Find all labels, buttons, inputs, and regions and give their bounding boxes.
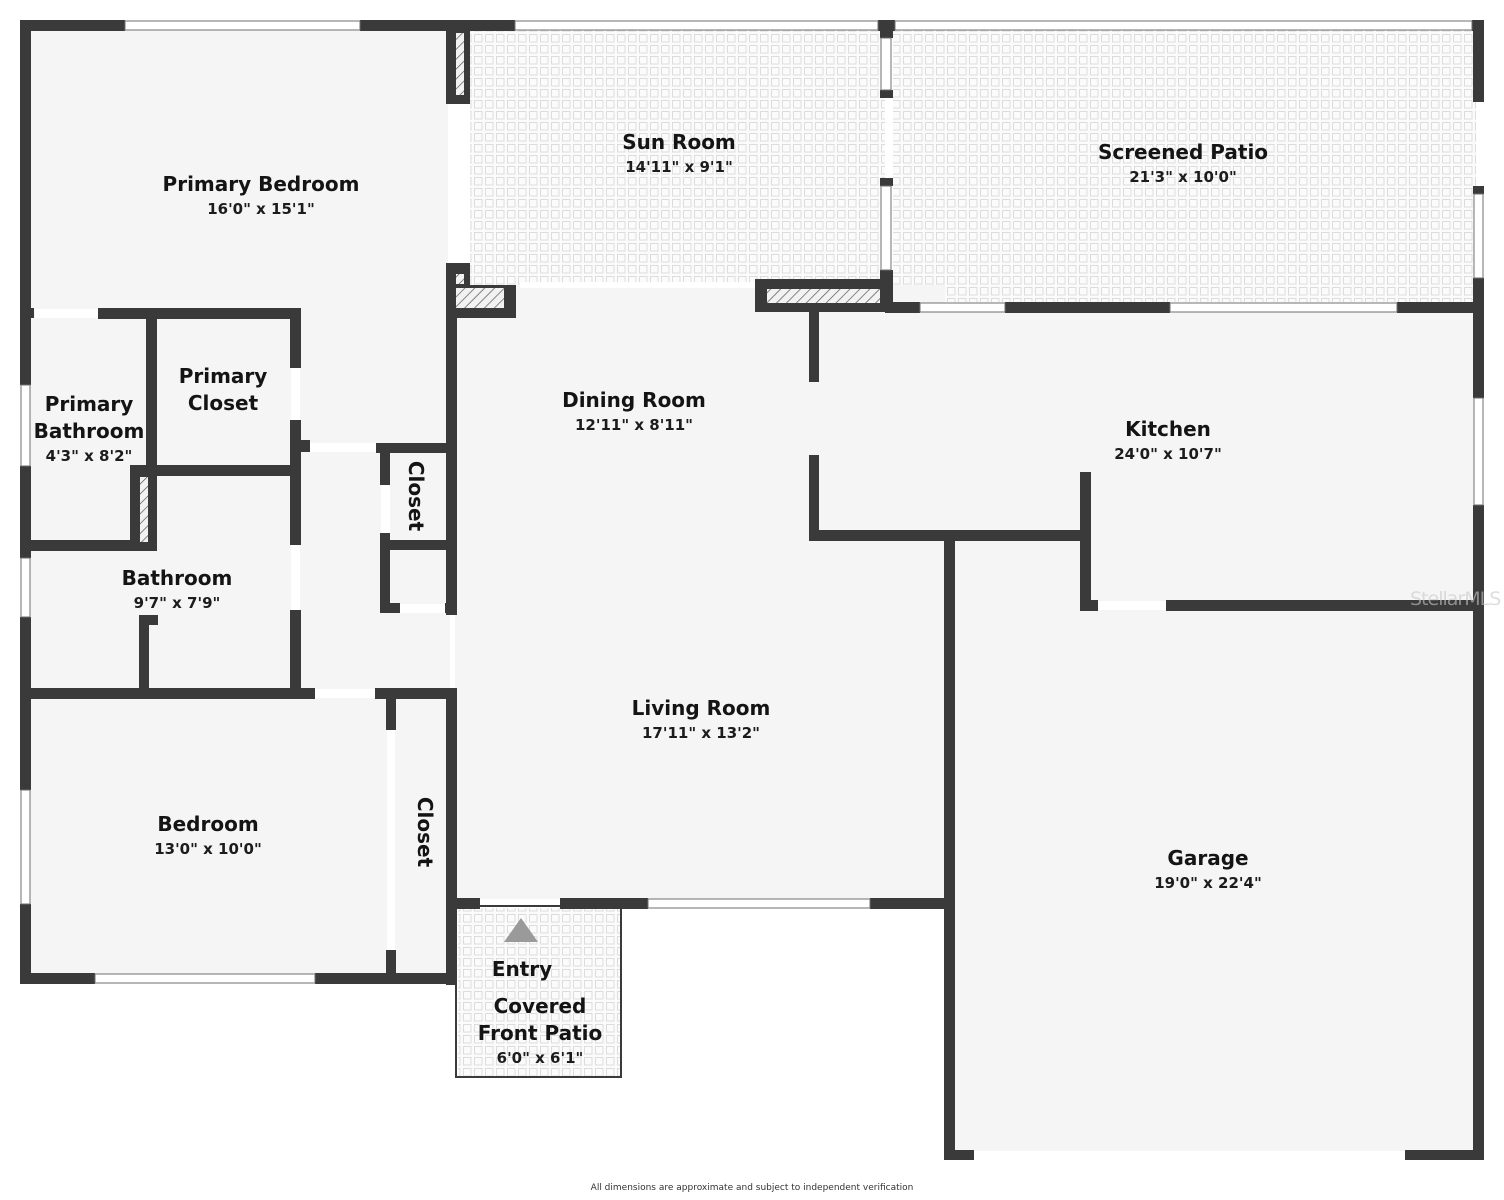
primary-bedroom-dimensions: 16'0" x 15'1" bbox=[207, 200, 315, 218]
sun-room-name: Sun Room bbox=[622, 130, 736, 154]
front-patio-dimensions: 6'0" x 6'1" bbox=[497, 1049, 584, 1067]
front-patio-floor bbox=[458, 908, 621, 1076]
living-room-dimensions: 17'11" x 13'2" bbox=[642, 724, 760, 742]
floor-areas bbox=[30, 30, 1476, 1152]
garage-name: Garage bbox=[1167, 846, 1248, 870]
dining-room-name: Dining Room bbox=[562, 388, 706, 412]
primary-bedroom-name: Primary Bedroom bbox=[163, 172, 360, 196]
primary-bathroom-name-line1: Primary bbox=[45, 392, 134, 416]
entry-label: Entry bbox=[492, 957, 552, 981]
front-patio-name-line2: Front Patio bbox=[478, 1021, 603, 1045]
bedroom-dimensions: 13'0" x 10'0" bbox=[154, 840, 262, 858]
walls bbox=[20, 20, 1484, 1160]
bathroom-name: Bathroom bbox=[122, 566, 233, 590]
front-patio-name-line1: Covered bbox=[494, 994, 587, 1018]
garage-dimensions: 19'0" x 22'4" bbox=[1154, 874, 1262, 892]
kitchen-dimensions: 24'0" x 10'7" bbox=[1114, 445, 1222, 463]
primary-closet-name-line2: Closet bbox=[188, 391, 259, 415]
screened-patio-dimensions: 21'3" x 10'0" bbox=[1129, 168, 1237, 186]
primary-bathroom-name-line2: Bathroom bbox=[34, 419, 145, 443]
bathroom-dimensions: 9'7" x 7'9" bbox=[134, 594, 221, 612]
hall-closet-name: Closet bbox=[404, 461, 428, 532]
kitchen-name: Kitchen bbox=[1125, 417, 1211, 441]
primary-closet-name-line1: Primary bbox=[179, 364, 268, 388]
sun-room-floor bbox=[470, 30, 885, 285]
screened-patio-name: Screened Patio bbox=[1098, 140, 1268, 164]
entry-arrow-icon bbox=[504, 918, 538, 942]
disclaimer: All dimensions are approximate and subje… bbox=[590, 1183, 914, 1193]
watermark: StellarMLS bbox=[1410, 588, 1501, 610]
windows bbox=[20, 20, 1484, 984]
left-wing-floor bbox=[30, 315, 450, 975]
bedroom-closet-name: Closet bbox=[413, 797, 437, 868]
hatched-columns bbox=[140, 33, 880, 542]
door-openings bbox=[35, 104, 1405, 1159]
bedroom-name: Bedroom bbox=[157, 812, 258, 836]
front-patio-outline bbox=[455, 905, 622, 1078]
sun-room-dimensions: 14'11" x 9'1" bbox=[625, 158, 733, 176]
room-labels: Primary Bedroom 16'0" x 15'1" Sun Room 1… bbox=[34, 130, 1268, 1067]
garage-floor bbox=[953, 540, 1475, 1152]
living-room-name: Living Room bbox=[632, 696, 771, 720]
dining-room-dimensions: 12'11" x 8'11" bbox=[575, 416, 693, 434]
screened-patio-floor bbox=[893, 30, 1476, 302]
primary-bathroom-dimensions: 4'3" x 8'2" bbox=[46, 447, 133, 465]
